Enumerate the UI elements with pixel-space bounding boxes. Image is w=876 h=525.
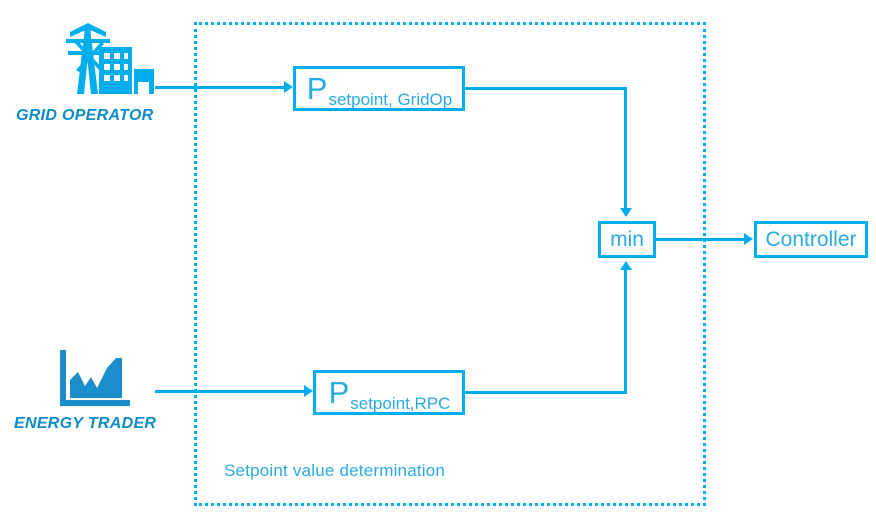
wire-gridop-setpoint-to-min-v <box>624 87 627 209</box>
setpoint-gridop-subscript: setpoint, GridOp <box>328 90 453 109</box>
block-controller[interactable]: Controller <box>754 221 868 258</box>
min-label: min <box>610 227 644 251</box>
wire-rpc-setpoint-to-min-h <box>464 391 627 394</box>
group-caption: Setpoint value determination <box>224 461 446 480</box>
arrowhead-min-to-controller <box>744 233 753 245</box>
arrowhead-trader-to-setpoint <box>304 385 313 397</box>
arrowhead-gridop-setpoint-to-min <box>620 208 632 217</box>
arrowhead-rpc-setpoint-to-min <box>620 261 632 270</box>
wire-trader-to-setpoint <box>155 390 306 393</box>
wire-min-to-controller <box>656 238 746 241</box>
wire-gridop-setpoint-to-min-h <box>464 87 627 90</box>
setpoint-rpc-subscript: setpoint,RPC <box>350 394 451 413</box>
energy-trader-label: ENERGY TRADER <box>14 415 157 432</box>
transmission-tower-building-icon <box>58 20 163 98</box>
setpoint-rpc-symbol: P <box>328 375 350 410</box>
grid-operator-label: GRID OPERATOR <box>16 107 154 124</box>
controller-label: Controller <box>765 227 857 251</box>
setpoint-gridop-symbol: P <box>306 71 328 106</box>
area-chart-icon <box>60 350 130 410</box>
block-min[interactable]: min <box>598 221 656 258</box>
wire-rpc-setpoint-to-min-v <box>624 270 627 394</box>
arrowhead-gridop-to-setpoint <box>284 81 293 93</box>
block-setpoint-rpc[interactable]: P setpoint,RPC <box>313 370 465 415</box>
setpoint-determination-group <box>194 22 706 506</box>
wire-gridop-to-setpoint <box>155 86 286 89</box>
block-setpoint-gridop[interactable]: P setpoint, GridOp <box>293 66 465 111</box>
